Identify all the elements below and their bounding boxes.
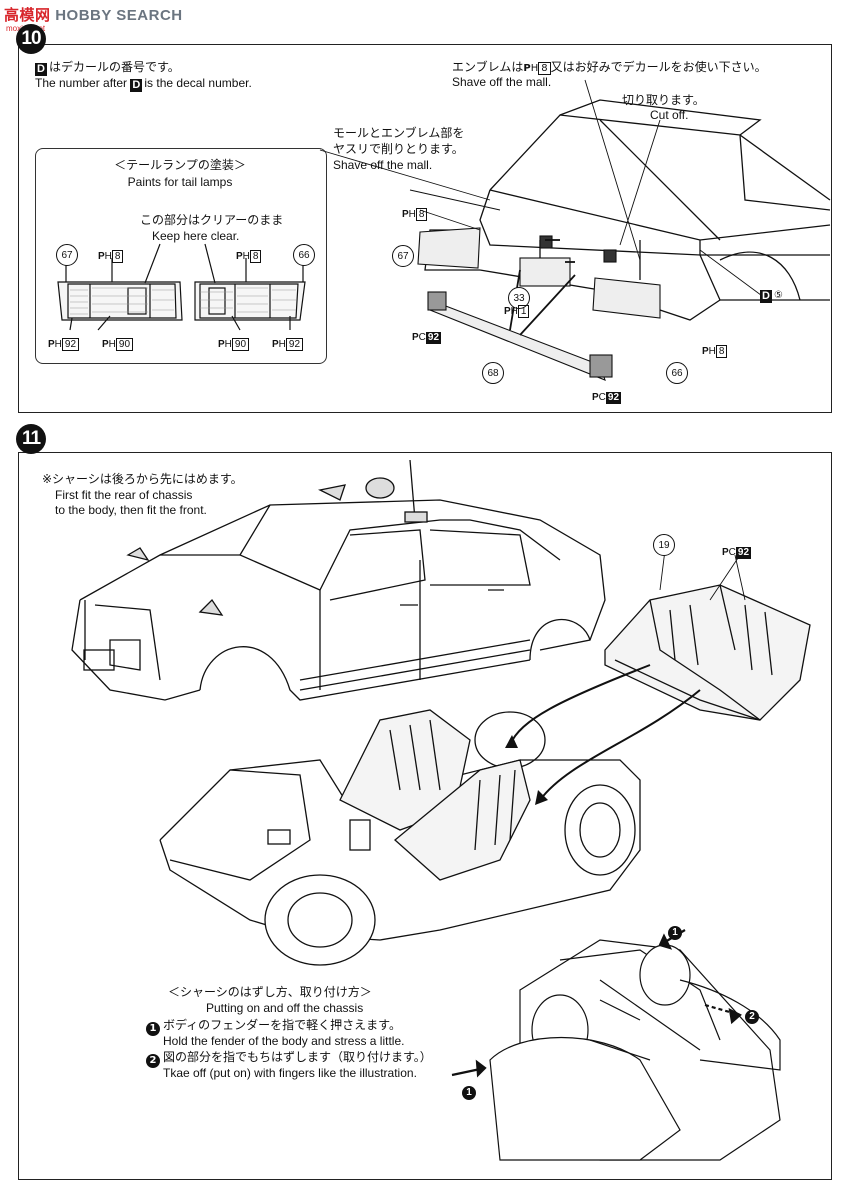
part-68: 68 bbox=[482, 362, 504, 384]
howto-step2-en: Tkae off (put on) with fingers like the … bbox=[163, 1066, 417, 1080]
part-67-inset: 67 bbox=[56, 244, 78, 266]
mall-note-jp2: ヤスリで削りとります。 bbox=[333, 142, 464, 156]
howto-title-en: Putting on and off the chassis bbox=[206, 1001, 364, 1015]
chassis-note-en1: First fit the rear of chassis bbox=[55, 488, 193, 502]
part-66: 66 bbox=[666, 362, 688, 384]
watermark-search: HOBBY SEARCH bbox=[55, 7, 183, 24]
part-19: 19 bbox=[653, 534, 675, 556]
howto-step1-en: Hold the fender of the body and stress a… bbox=[163, 1034, 405, 1048]
howto-title-jp: ＜シャーシのはずし方、取り付け方＞ bbox=[168, 985, 372, 999]
emblem-note-en: Shave off the mall. bbox=[452, 75, 552, 89]
tail-lamp-title-en: Paints for tail lamps bbox=[127, 175, 233, 189]
chassis-note-en2: to the body, then fit the front. bbox=[55, 503, 207, 517]
tail-lamp-title-jp: ＜テールランプの塗装＞ bbox=[114, 158, 246, 172]
marker-2: 2 bbox=[745, 1004, 762, 1024]
marker-1-bottom: 1 bbox=[462, 1080, 479, 1100]
clear-note-en: Keep here clear. bbox=[152, 229, 240, 243]
part-33: 33 bbox=[508, 287, 530, 309]
chassis-note-jp: ※シャーシは後ろから先にはめます。 bbox=[42, 472, 243, 486]
part-66-inset: 66 bbox=[293, 244, 315, 266]
marker-1-top: 1 bbox=[668, 920, 685, 940]
step11-number: 11 bbox=[16, 424, 46, 454]
cutoff-note-en: Cut off. bbox=[650, 108, 689, 122]
tail-lamp-inset bbox=[35, 148, 327, 364]
step10-frame bbox=[18, 44, 832, 413]
clear-note-jp: この部分はクリアーのまま bbox=[140, 213, 284, 227]
part-67: 67 bbox=[392, 245, 414, 267]
watermark: 高模网 HOBBY SEARCH bbox=[4, 6, 183, 24]
cutoff-note-jp: 切り取ります。 bbox=[622, 93, 705, 107]
step10-number: 10 bbox=[16, 24, 46, 54]
mall-note-jp1: モールとエンブレム部を bbox=[333, 126, 465, 140]
